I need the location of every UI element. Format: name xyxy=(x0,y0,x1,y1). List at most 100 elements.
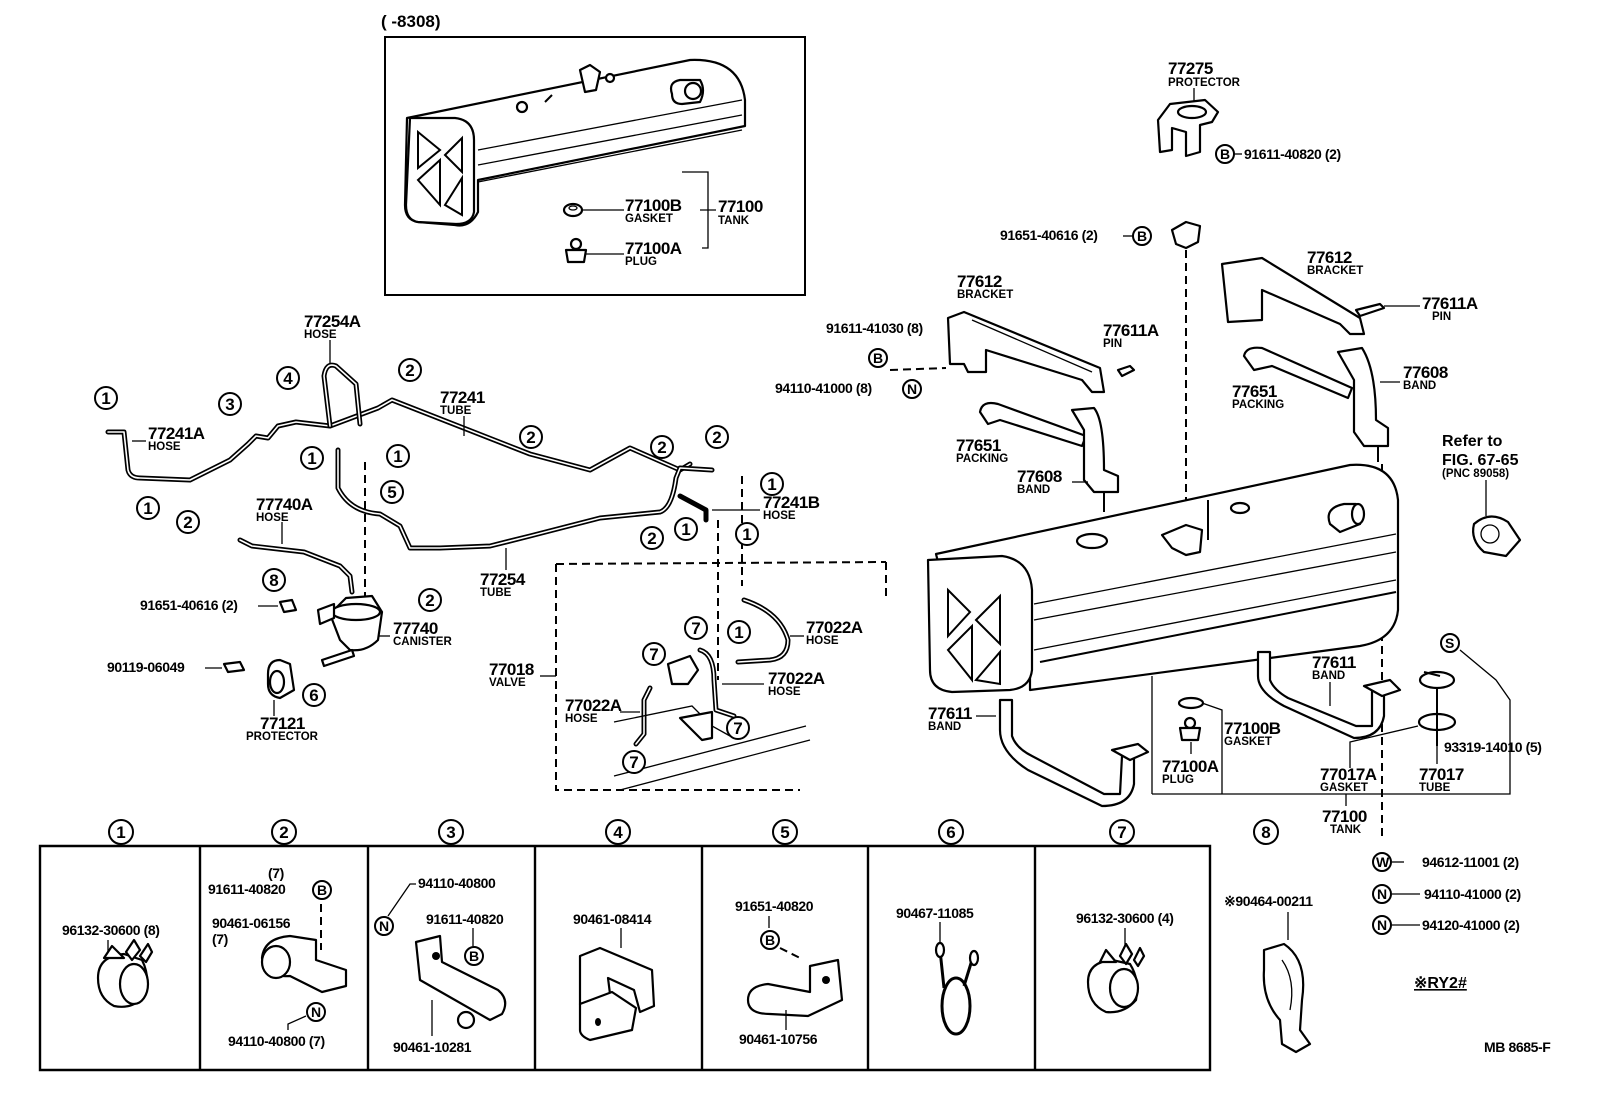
table-header-6: 6 xyxy=(946,823,955,842)
line-labels: 77254A HOSE 77241 TUBE 77241A HOSE 77740… xyxy=(107,312,820,743)
callout-8-marker: 8 xyxy=(269,571,278,590)
part-number: 77740 xyxy=(393,619,438,638)
part-number: 77254A xyxy=(304,312,361,331)
table-header-3: 3 xyxy=(446,823,455,842)
refer-to-note: Refer to FIG. 67-65 (PNC 89058) xyxy=(1442,433,1522,558)
part-number: 77608 xyxy=(1403,363,1448,382)
marker-n-label: N xyxy=(907,381,917,397)
callout-2-marker: 2 xyxy=(425,591,434,610)
marker-n-icon xyxy=(306,1002,326,1022)
valve-assembly-box: 77018 VALVE 77022A HOSE 77022A HOSE 7702… xyxy=(489,561,887,791)
inset-gasket-icon xyxy=(562,202,624,218)
marker-b-icon xyxy=(760,930,780,950)
callout-8-marker-circle xyxy=(262,568,286,592)
callout-7-marker: 7 xyxy=(649,645,658,664)
clamp-part-number: ※90464-00211 xyxy=(1224,893,1313,909)
inset-plug-number: 77100A xyxy=(625,239,682,258)
clamp-part-number: 94110-40800 xyxy=(418,875,496,891)
callout-1-marker: 1 xyxy=(742,525,751,544)
part-number: 77022A xyxy=(565,696,622,715)
marker-s-icon xyxy=(1440,633,1460,653)
callout-2-marker: 2 xyxy=(647,529,656,548)
table-header-7-circle xyxy=(1109,819,1135,845)
clamp-part-number: 90461-08414 xyxy=(573,911,652,927)
bracket-group-right: 77612 BRACKET 77611A PIN 77651 PACKING 7… xyxy=(1220,248,1478,840)
callout-2-marker-circle xyxy=(398,358,422,382)
inset-tank-number: 77100 xyxy=(718,197,763,216)
clamp-part-number: 90467-11085 xyxy=(896,905,974,921)
table-header-6-circle xyxy=(938,819,964,845)
part-number: 77100A xyxy=(1162,757,1219,776)
callout-1-marker-circle xyxy=(386,444,410,468)
callout-2-marker: 2 xyxy=(712,428,721,447)
part-name: PIN xyxy=(1432,311,1451,323)
part-number: 77651 xyxy=(1232,382,1277,401)
part-name: HOSE xyxy=(763,510,796,522)
part-name: TUBE xyxy=(480,587,512,599)
part-number: 94612-11001 (2) xyxy=(1422,854,1519,870)
callout-1-marker-circle xyxy=(735,522,759,546)
table-header-2-circle xyxy=(271,819,297,845)
clamp-part-number: 96132-30600 (8) xyxy=(62,922,160,938)
callout-1-marker: 1 xyxy=(734,623,743,642)
part-name: HOSE xyxy=(256,512,289,524)
callout-1-marker: 1 xyxy=(393,447,402,466)
callout-4-marker-circle xyxy=(276,366,300,390)
table-header-2: 2 xyxy=(279,823,288,842)
callout-7-marker-circle xyxy=(684,616,708,640)
callout-2-marker-circle xyxy=(176,510,200,534)
part-name: PROTECTOR xyxy=(246,731,319,743)
part-name: TANK xyxy=(1330,824,1362,836)
callout-7-marker-circle xyxy=(642,642,666,666)
callout-1-marker: 1 xyxy=(101,389,110,408)
callout-3-marker-circle xyxy=(218,392,242,416)
marker-n-label: N xyxy=(1377,917,1387,933)
part-number: 77275 xyxy=(1168,59,1213,78)
marker-b-label: B xyxy=(873,350,883,366)
callout-2-marker-circle xyxy=(705,425,729,449)
refer-text: Refer to xyxy=(1442,433,1503,450)
callout-5-marker: 5 xyxy=(387,483,396,502)
inset-tank-drawing xyxy=(403,58,747,227)
callout-2-marker: 2 xyxy=(405,361,414,380)
part-name: BAND xyxy=(1403,380,1436,392)
table-header-1-circle xyxy=(108,819,134,845)
lower-band-left: 77611 BAND xyxy=(928,698,1150,808)
marker-n-icon xyxy=(1372,915,1392,935)
marker-n-icon xyxy=(902,379,922,399)
footnote-mark: ※RY2# xyxy=(1414,975,1467,992)
table-header-7: 7 xyxy=(1117,823,1126,842)
callout-3-marker: 3 xyxy=(225,395,234,414)
part-number: 91611-41030 (8) xyxy=(826,320,923,336)
marker-n-icon xyxy=(374,916,394,936)
part-number: 94120-41000 (2) xyxy=(1422,917,1520,933)
part-number: 77608 xyxy=(1017,467,1062,486)
clamp-part-number: 94110-40800 (7) xyxy=(228,1033,325,1049)
fuel-lines xyxy=(105,362,743,680)
part-name: TUBE xyxy=(1419,782,1451,794)
clamp-part-number: 91611-40820 xyxy=(208,881,286,897)
part-number: 77611A xyxy=(1103,321,1159,340)
callout-2-marker: 2 xyxy=(657,438,666,457)
part-number: 77100B xyxy=(1224,719,1281,738)
callout-4-marker: 4 xyxy=(283,369,293,388)
marker-b-label: B xyxy=(1220,146,1230,162)
inset-tank-name: TANK xyxy=(718,215,750,227)
part-name: PACKING xyxy=(1232,399,1284,411)
marker-n-icon xyxy=(1372,884,1392,904)
marker-b-label: B xyxy=(765,932,775,948)
marker-n-label: N xyxy=(311,1004,321,1020)
part-name: HOSE xyxy=(148,441,181,453)
part-number: 91651-40616 (2) xyxy=(140,597,238,613)
inset-gasket-number: 77100B xyxy=(625,196,682,215)
part-name: PLUG xyxy=(1162,774,1194,786)
part-number: 77022A xyxy=(806,618,863,637)
table-header-4: 4 xyxy=(613,823,623,842)
part-name: HOSE xyxy=(565,713,598,725)
part-number: 77241 xyxy=(440,388,485,407)
part-name: HOSE xyxy=(806,635,839,647)
part-name: HOSE xyxy=(768,686,801,698)
refer-pnc: (PNC 89058) xyxy=(1442,468,1509,480)
marker-w-label: W xyxy=(1376,854,1390,870)
callout-2-marker-circle xyxy=(640,526,664,550)
